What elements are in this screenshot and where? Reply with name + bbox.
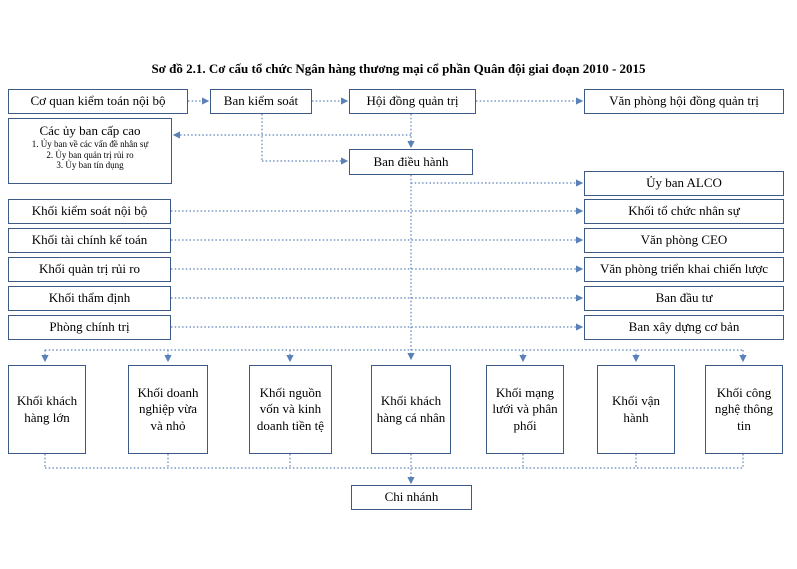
senior-committees-box: Các ủy ban cấp cao 1. Ủy ban về các vấn … [8, 118, 172, 184]
business-block: Khối khách hàng cá nhân [371, 365, 451, 454]
committee-item: 2. Ủy ban quản trị rủi ro [46, 149, 134, 160]
committee-item: 3. Ủy ban tín dụng [56, 159, 124, 170]
business-block: Khối công nghệ thông tin [705, 365, 783, 454]
business-block: Khối doanh nghiệp vừa và nhỏ [128, 365, 208, 454]
supervisory-board-box: Ban kiểm soát [210, 89, 312, 114]
board-of-directors-box: Hội đồng quản trị [349, 89, 476, 114]
left-block: Khối thẩm định [8, 286, 171, 311]
left-block: Khối quản trị rủi ro [8, 257, 171, 282]
business-block: Khối khách hàng lớn [8, 365, 86, 454]
right-block: Ban xây dựng cơ bản [584, 315, 784, 340]
committees-head: Các ủy ban cấp cao [39, 123, 141, 138]
right-block: Ủy ban ALCO [584, 171, 784, 196]
left-block: Khối tài chính kế toán [8, 228, 171, 253]
right-block: Văn phòng triển khai chiến lược [584, 257, 784, 282]
left-block: Khối kiểm soát nội bộ [8, 199, 171, 224]
committee-item: 1. Ủy ban về các vấn đề nhân sự [31, 139, 149, 150]
left-block: Phòng chính trị [8, 315, 171, 340]
right-block: Ban đầu tư [584, 286, 784, 311]
branch-box: Chi nhánh [351, 485, 472, 510]
business-block: Khối vận hành [597, 365, 675, 454]
business-block: Khối nguồn vốn và kinh doanh tiền tệ [249, 365, 332, 454]
board-office-box: Văn phòng hội đồng quản trị [584, 89, 784, 114]
right-block: Khối tổ chức nhân sự [584, 199, 784, 224]
executive-board-box: Ban điều hành [349, 149, 473, 175]
right-block: Văn phòng CEO [584, 228, 784, 253]
diagram-title: Sơ đồ 2.1. Cơ cấu tổ chức Ngân hàng thươ… [151, 61, 646, 76]
internal-audit-box: Cơ quan kiểm toán nội bộ [8, 89, 188, 114]
business-block: Khối mạng lưới và phân phối [486, 365, 564, 454]
